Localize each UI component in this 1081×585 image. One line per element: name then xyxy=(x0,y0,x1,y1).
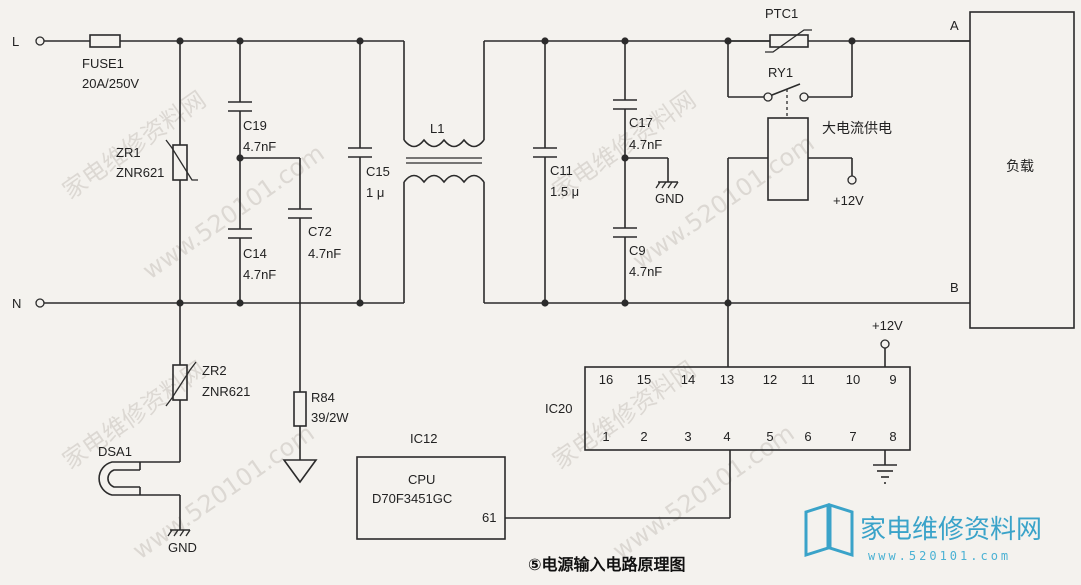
ic20-pin-7: 7 xyxy=(849,429,856,444)
ic12-label: IC12 xyxy=(410,431,437,446)
load-box: 负载 xyxy=(969,11,1075,329)
plus12-relay-label: +12V xyxy=(833,193,864,208)
ic20-pin-1: 1 xyxy=(602,429,609,444)
ic20-pin-2: 2 xyxy=(640,429,647,444)
plus12-ic-label: +12V xyxy=(872,318,903,333)
capacitor-c9: C9 4.7nF xyxy=(613,227,662,279)
ic20-pin-3: 3 xyxy=(684,429,691,444)
ic20-pin-4: 4 xyxy=(723,429,730,444)
ic20-pin-15: 15 xyxy=(637,372,651,387)
c14-value: 4.7nF xyxy=(243,267,276,282)
c17-value: 4.7nF xyxy=(629,137,662,152)
c15-value: 1 μ xyxy=(366,185,384,200)
ic20-pin-8: 8 xyxy=(889,429,896,444)
ic20-label: IC20 xyxy=(545,401,572,416)
l1-label: L1 xyxy=(430,121,444,136)
logo-url: www.520101.com xyxy=(868,549,1011,563)
thermistor-ptc1: PTC1 xyxy=(728,6,812,53)
c17-name: C17 xyxy=(629,115,653,130)
relay-ry1: RY1 大电流供电 xyxy=(763,65,892,201)
ic20-pin-9: 9 xyxy=(889,372,896,387)
dsa1-label: DSA1 xyxy=(98,444,132,459)
ground-triangle xyxy=(282,459,318,484)
c15-name: C15 xyxy=(366,164,390,179)
ic20-pin-6: 6 xyxy=(804,429,811,444)
ic20-pin-10: 10 xyxy=(846,372,860,387)
fuse-fuse1: FUSE1 20A/250V xyxy=(82,34,139,91)
capacitor-c14: C14 4.7nF xyxy=(228,228,276,282)
zr2-part: ZNR621 xyxy=(202,384,250,399)
capacitor-c72: C72 4.7nF xyxy=(288,208,341,261)
zr1-name: ZR1 xyxy=(116,145,141,160)
ground-ic20 xyxy=(873,464,897,484)
r84-value: 39/2W xyxy=(311,410,349,425)
terminal-plus12-ic: +12V xyxy=(872,318,903,349)
relay-note: 大电流供电 xyxy=(822,121,892,137)
terminal-N: N xyxy=(12,296,45,311)
r84-name: R84 xyxy=(311,390,335,405)
gnd-mid-label: GND xyxy=(655,191,684,206)
ic-ic12-cpu: IC12 CPU D70F3451GC 61 xyxy=(356,431,506,540)
inductor-l1: L1 xyxy=(403,121,485,184)
ic20-pin-5: 5 xyxy=(766,429,773,444)
ic20-pin-11: 11 xyxy=(801,372,815,387)
site-logo: 家电维修资料网 www.520101.com xyxy=(804,502,1042,563)
cpu-line1: CPU xyxy=(408,472,435,487)
ic20-pin-14: 14 xyxy=(681,372,695,387)
varistor-zr1: ZR1 ZNR621 xyxy=(116,139,198,181)
ptc1-label: PTC1 xyxy=(765,6,798,21)
capacitor-c17: C17 4.7nF xyxy=(613,99,662,152)
c19-value: 4.7nF xyxy=(243,139,276,154)
cpu-line2: D70F3451GC xyxy=(372,491,452,506)
watermark-url: www.520101.com xyxy=(127,419,319,565)
junction-dots xyxy=(176,37,856,307)
wiring xyxy=(44,40,970,530)
terminal-N-label: N xyxy=(12,296,21,311)
ic20-pin-12: 12 xyxy=(763,372,777,387)
node-B-label: B xyxy=(950,280,959,295)
resistor-r84: R84 39/2W xyxy=(293,390,349,427)
c14-name: C14 xyxy=(243,246,267,261)
capacitor-c15: C15 1 μ xyxy=(348,147,390,200)
ic20-pin-13: 13 xyxy=(720,372,734,387)
terminal-L: L xyxy=(12,34,45,49)
c9-name: C9 xyxy=(629,243,646,258)
c72-value: 4.7nF xyxy=(308,246,341,261)
capacitor-c11: C11 1.5 μ xyxy=(533,147,579,199)
surge-arrester-dsa1: DSA1 xyxy=(98,444,141,496)
node-A-label: A xyxy=(950,18,959,33)
c9-value: 4.7nF xyxy=(629,264,662,279)
varistor-zr2: ZR2 ZNR621 xyxy=(165,361,250,407)
gnd-left-label: GND xyxy=(168,540,197,555)
capacitor-c19: C19 4.7nF xyxy=(228,101,276,154)
logo-text: 家电维修资料网 xyxy=(860,515,1042,545)
book-icon xyxy=(804,502,854,558)
load-label: 负载 xyxy=(1006,159,1034,175)
ground-left: GND xyxy=(167,529,197,555)
ic20-pin-16: 16 xyxy=(599,372,613,387)
diagram-caption: ⑤电源输入电路原理图 xyxy=(528,555,686,574)
ic20-pins-top: 16 15 14 13 12 11 10 9 xyxy=(599,372,897,387)
c11-value: 1.5 μ xyxy=(550,184,579,199)
fuse-rating: 20A/250V xyxy=(82,76,139,91)
c11-name: C11 xyxy=(550,163,573,178)
fuse-name: FUSE1 xyxy=(82,56,124,71)
c72-name: C72 xyxy=(308,224,332,239)
c19-name: C19 xyxy=(243,118,267,133)
ry1-label: RY1 xyxy=(768,65,793,80)
ic20-pins-bottom: 1 2 3 4 5 6 7 8 xyxy=(602,429,896,444)
cpu-pin-61: 61 xyxy=(482,510,496,525)
zr1-part: ZNR621 xyxy=(116,165,164,180)
ground-mid: GND xyxy=(655,181,684,206)
terminal-L-label: L xyxy=(12,34,19,49)
terminal-plus12-relay: +12V xyxy=(833,175,864,208)
zr2-name: ZR2 xyxy=(202,363,227,378)
